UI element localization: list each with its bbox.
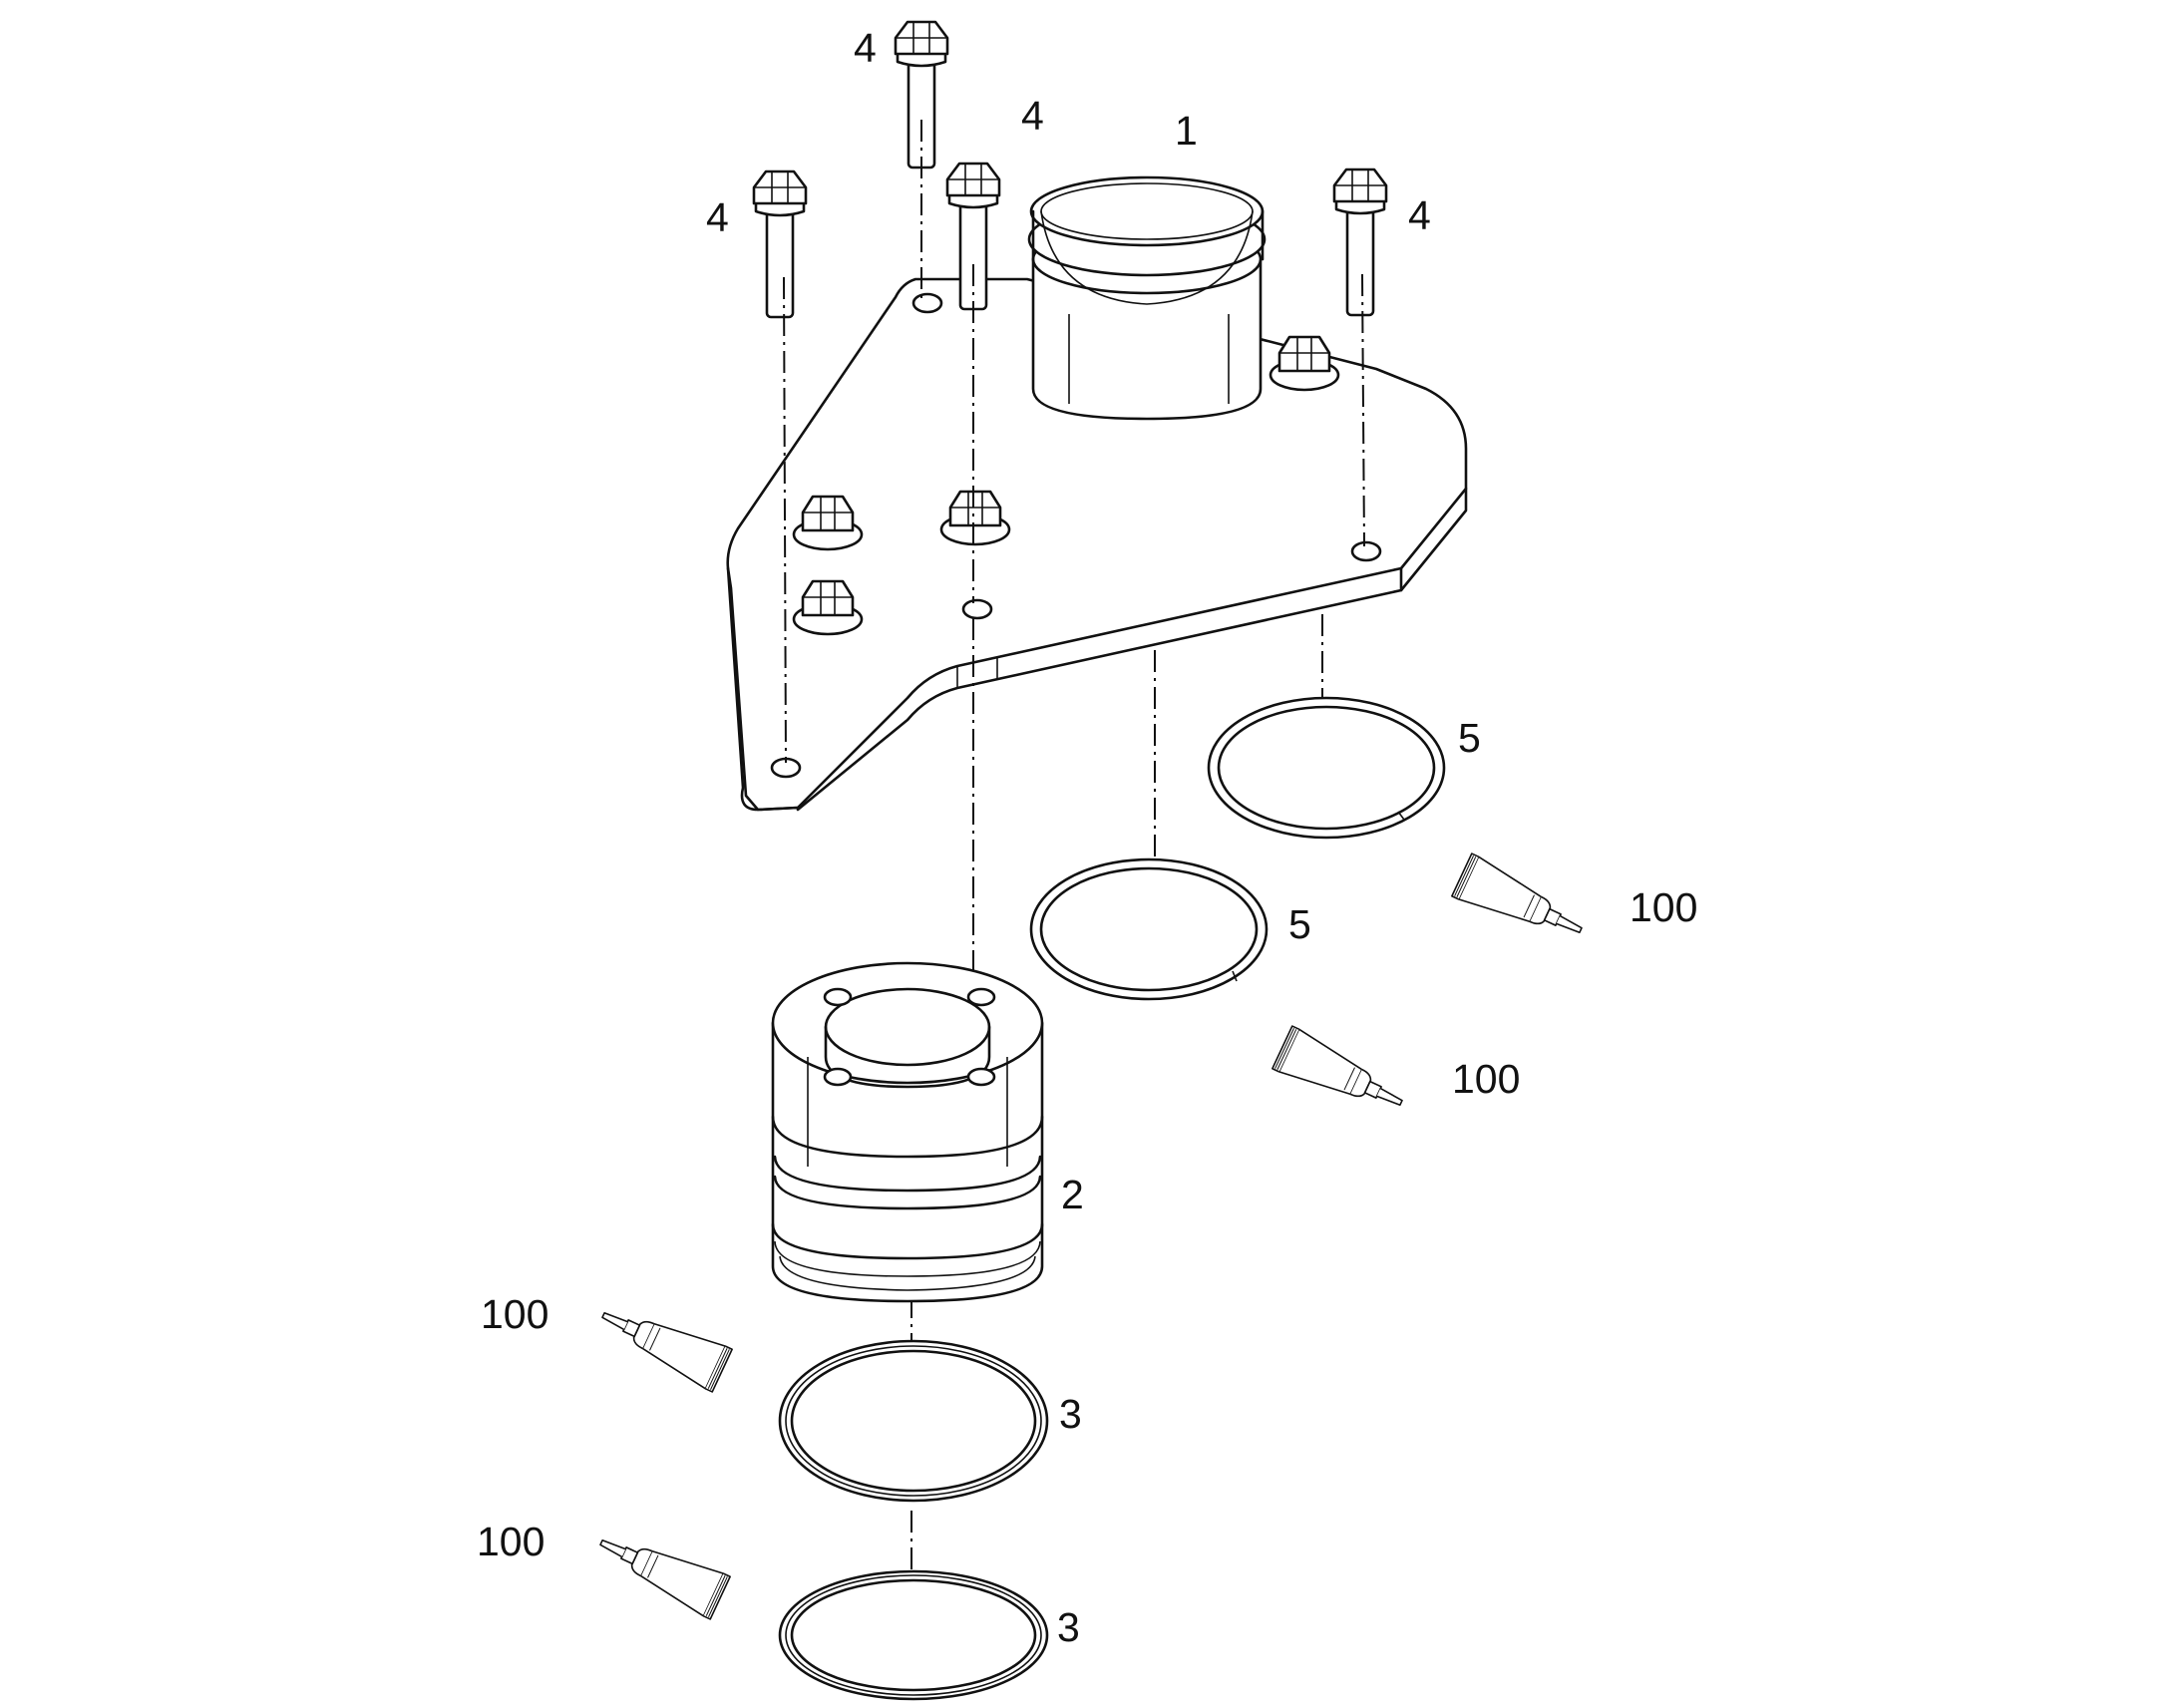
piston-cylinder [771, 961, 1044, 1303]
label-grease: 100 [477, 1519, 545, 1564]
label-grease: 100 [1630, 884, 1697, 930]
bolt-4 [894, 20, 949, 170]
label-bolt: 4 [1021, 93, 1044, 139]
bolt-4 [1332, 168, 1388, 317]
grease-tube-icon [1272, 1025, 1412, 1126]
label-seal-ring: 3 [1059, 1391, 1082, 1437]
grease-tube-icon [1451, 853, 1592, 953]
label-cylinder: 2 [1061, 1172, 1084, 1217]
label-o-ring: 5 [1458, 715, 1481, 761]
label-bolt: 4 [706, 194, 729, 240]
label-plate: 1 [1175, 108, 1198, 154]
label-o-ring: 5 [1288, 901, 1311, 947]
label-seal-ring: 3 [1057, 1604, 1080, 1650]
grease-tube-icon [590, 1520, 731, 1620]
seal-ring-lower [778, 1569, 1049, 1701]
o-ring-mid [1029, 857, 1269, 1001]
plate-holes [770, 292, 1382, 779]
mounting-plate [726, 277, 1468, 812]
label-grease: 100 [1452, 1056, 1520, 1102]
label-bolt: 4 [854, 25, 877, 71]
o-ring-right [1207, 696, 1446, 840]
grease-tube-icon [592, 1292, 733, 1393]
label-bolt: 4 [1408, 192, 1431, 238]
plate-sleeve [1027, 175, 1267, 421]
bolt-4 [752, 170, 808, 319]
label-grease: 100 [481, 1291, 548, 1337]
seal-ring-upper [778, 1339, 1049, 1503]
